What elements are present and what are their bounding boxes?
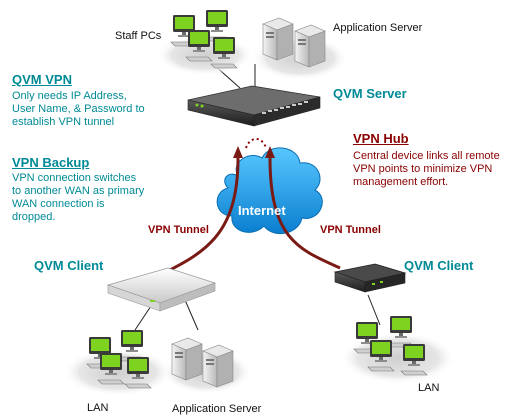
vpn-backup-title: VPN Backup [12,155,90,170]
router-icon [333,263,407,293]
vpn-hub-title: VPN Hub [353,131,409,146]
application-server-bottom-label: Application Server [172,403,262,415]
lan-left-label: LAN [87,402,109,414]
qvm-vpn-title: QVM VPN [12,72,72,87]
vpn-tunnel-left-label: VPN Tunnel [148,224,209,236]
qvm-vpn-body: Only needs IP Address, User Name, & Pass… [12,90,145,128]
vpn-hub-body: Central device links all remote VPN poin… [353,150,500,188]
application-server-top-label: Application Server [333,22,423,34]
vpn-backup-body: VPN connection switches to another WAN a… [12,172,145,223]
qvm-client-right-label: QVM Client [404,258,474,273]
vpn-tunnel-right-label: VPN Tunnel [320,224,381,236]
router-icon [187,85,321,127]
qvm-client-left-label: QVM Client [34,258,104,273]
qvm-server-label: QVM Server [333,86,407,101]
staff-pcs-label: Staff PCs [115,30,162,42]
internet-label: Internet [238,203,286,218]
router-icon [106,267,217,312]
lan-right-label: LAN [418,382,440,394]
cloud-icon [216,147,323,234]
